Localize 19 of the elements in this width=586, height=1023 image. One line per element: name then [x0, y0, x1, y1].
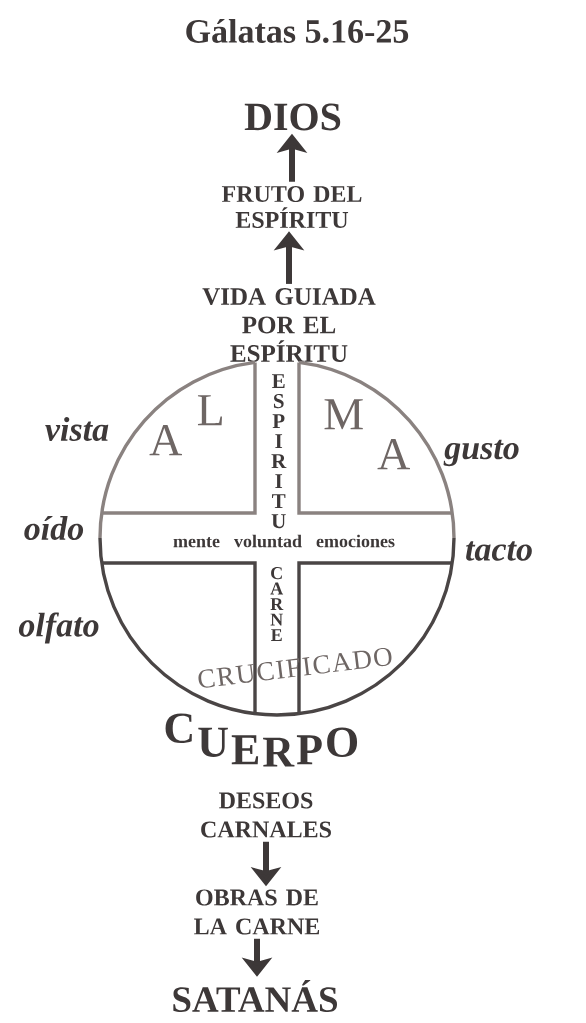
arched-word: CUERPO [165, 713, 358, 767]
flow-label: DIOS [244, 103, 341, 131]
flow-label: SATANÁS [173, 979, 337, 1013]
sense-label: gusto [443, 439, 519, 467]
sense-label: olfato [18, 612, 99, 644]
diagonal-word: CRUCIFICADO [198, 647, 392, 688]
title: Gálatas 5.16-25 [186, 18, 409, 44]
sense-label: oído [24, 516, 84, 540]
vertical-word: CARNE [270, 567, 284, 641]
band-label: mente voluntad emociones [173, 534, 395, 548]
flow-label: OBRAS DE LA CARNE [194, 889, 320, 935]
flow-label: FRUTO DEL ESPÍRITU [221, 185, 362, 229]
flow-label: DESEOS CARNALES [201, 792, 331, 838]
staggered-word: MA [324, 399, 410, 470]
sense-label: vista [45, 417, 109, 441]
flow-label: VIDA GUIADA POR EL ESPÍRITU [202, 288, 376, 362]
vertical-word: ESPIRITU [271, 374, 287, 529]
staggered-word: AL [149, 395, 222, 456]
sense-label: tacto [466, 541, 532, 561]
